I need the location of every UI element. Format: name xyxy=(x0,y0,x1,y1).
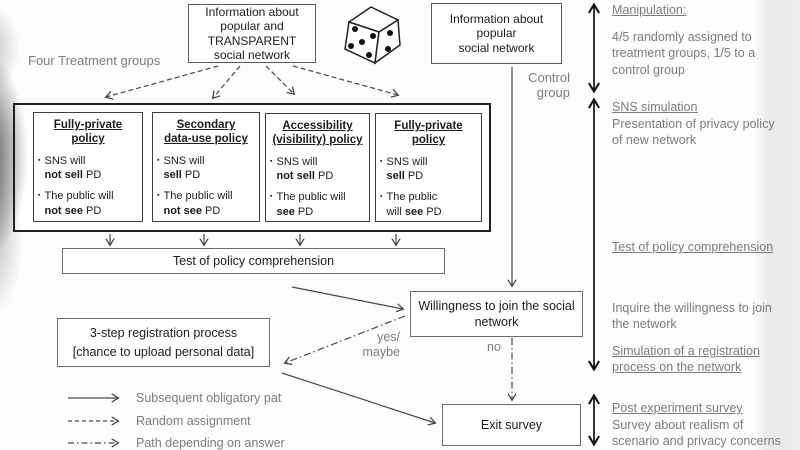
test-comprehension-label: Test of policy comprehension xyxy=(612,240,774,254)
registration-box: 3-step registration process [chance to u… xyxy=(57,318,270,367)
treatment-groups-label: Four Treatment groups xyxy=(28,53,161,68)
random-assignment-arrow-3 xyxy=(265,65,296,96)
policy-title: Fully-private policy xyxy=(53,119,123,146)
registration-to-exit-arrow xyxy=(281,372,437,426)
bullet-icon: ▪ xyxy=(38,156,41,164)
test-to-willingness-arrow xyxy=(291,286,405,313)
willingness-box: Willingness to join the social network xyxy=(410,291,583,337)
bullet-icon: ▪ xyxy=(380,193,383,201)
manipulation-body: 4/5 randomly assigned to treatment group… xyxy=(612,30,756,77)
policy-box-accessibility: Accessibility (visibility) policy ▪SNS w… xyxy=(265,113,370,222)
bullet-icon: ▪ xyxy=(157,156,160,164)
policy-title: Fully-private policy xyxy=(394,120,463,147)
policy-title: Accessibility (visibility) policy xyxy=(272,120,363,147)
transparent-network-box: Information about popular and TRANSPAREN… xyxy=(188,4,316,63)
post-survey-body: Survey about realism of scenario and pri… xyxy=(612,418,781,449)
yes-maybe-label: yes/ maybe xyxy=(362,330,400,359)
dice-icon xyxy=(344,6,401,65)
exit-survey-box: Exit survey xyxy=(442,404,581,446)
bullet-icon: ▪ xyxy=(270,193,273,201)
inquire-willingness-label: Inquire the willingness to join the netw… xyxy=(612,301,772,332)
test-comprehension-box: Test of policy comprehension xyxy=(62,248,445,274)
registration-simulation-label: Simulation of a registration process on … xyxy=(612,344,760,375)
bullet-icon: ▪ xyxy=(38,192,41,200)
random-assignment-arrow-4 xyxy=(292,65,400,98)
legend-label-solid: Subsequent obligatory pat xyxy=(136,391,282,405)
bullet-icon: ▪ xyxy=(157,192,160,200)
policy-title: Secondary data-use policy xyxy=(164,119,248,146)
legend-label-dashed: Random assignment xyxy=(136,414,251,428)
no-label: no xyxy=(487,340,501,354)
random-assignment-arrow-2 xyxy=(211,65,241,100)
control-network-box: Information about popular social network xyxy=(431,3,562,64)
random-assignment-arrow-1 xyxy=(104,65,219,100)
sns-simulation-body: Presentation of privacy policy of new ne… xyxy=(612,117,775,148)
bullet-icon: ▪ xyxy=(270,157,273,165)
sns-simulation-title: SNS simulation xyxy=(612,100,698,114)
post-survey-title: Post experiment survey xyxy=(612,401,743,415)
manipulation-title: Manipulation: xyxy=(612,3,687,17)
control-group-label: Control group xyxy=(528,70,570,100)
bullet-icon: ▪ xyxy=(380,157,383,165)
legend-label-dashdot: Path depending on answer xyxy=(136,436,285,450)
background-band xyxy=(752,0,800,450)
yes-maybe-arrow xyxy=(283,315,406,366)
